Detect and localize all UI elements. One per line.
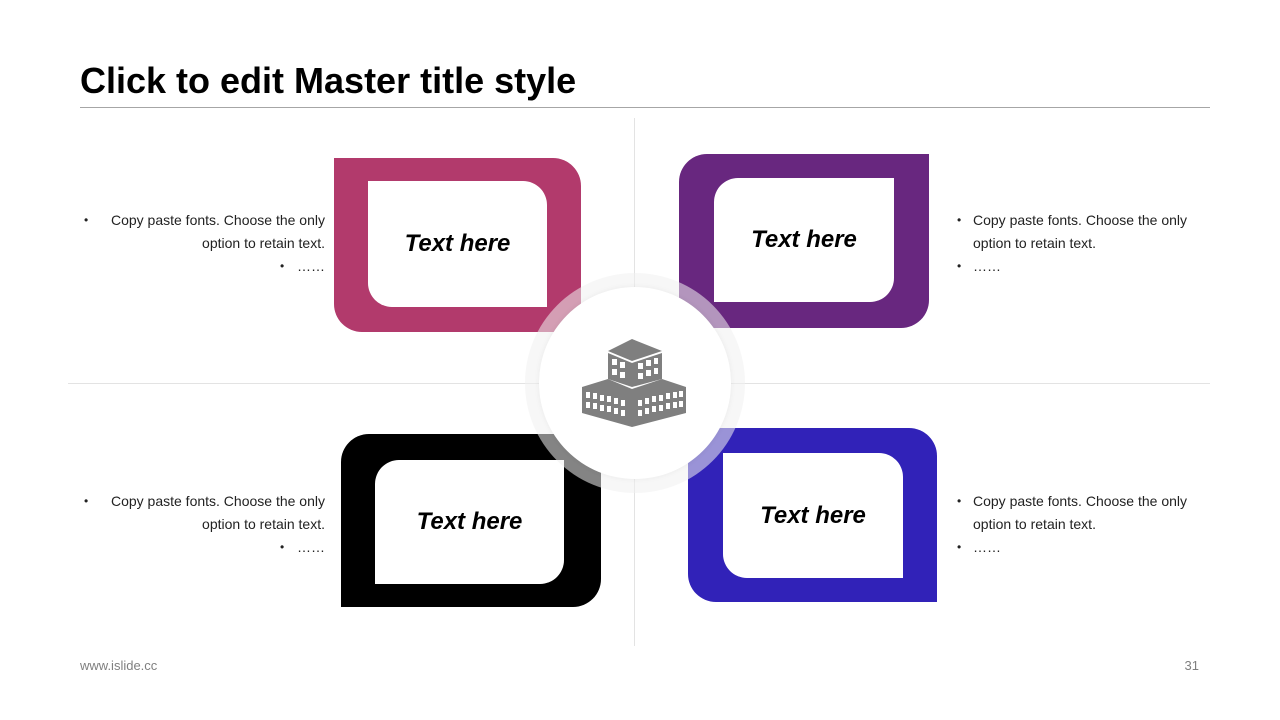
bullet-item: …… (80, 536, 325, 559)
slide-title[interactable]: Click to edit Master title style (80, 60, 577, 101)
card-top-right[interactable]: Text here (679, 154, 929, 328)
card-top-left-label[interactable]: Text here (404, 230, 511, 257)
card-bottom-right[interactable]: Text here (688, 428, 937, 602)
bullets-bottom-right[interactable]: Copy paste fonts. Choose the only option… (955, 490, 1205, 559)
building-icon (582, 339, 686, 427)
bullet-item: Copy paste fonts. Choose the only option… (955, 490, 1205, 536)
bullet-item: …… (955, 536, 1205, 559)
card-bottom-left-inner: Text here (375, 460, 564, 584)
card-top-right-inner: Text here (714, 178, 894, 302)
page-number: 31 (1184, 658, 1199, 673)
bullets-bottom-left[interactable]: Copy paste fonts. Choose the only option… (80, 490, 325, 559)
card-top-left[interactable]: Text here (334, 158, 581, 332)
card-bottom-right-label[interactable]: Text here (760, 501, 866, 529)
card-top-left-inner: Text here (368, 181, 547, 307)
title-underline (80, 107, 1210, 108)
bullet-item: Copy paste fonts. Choose the only option… (80, 209, 325, 255)
bullet-item: …… (955, 255, 1205, 278)
card-top-right-label[interactable]: Text here (751, 226, 857, 253)
bullet-item: Copy paste fonts. Choose the only option… (955, 209, 1205, 255)
card-bottom-left[interactable]: Text here (341, 434, 601, 607)
bullet-item: …… (80, 255, 325, 278)
bullet-item: Copy paste fonts. Choose the only option… (80, 490, 325, 536)
footer-url: www.islide.cc (80, 658, 158, 673)
bullets-top-left[interactable]: Copy paste fonts. Choose the only option… (80, 209, 325, 278)
bullets-top-right[interactable]: Copy paste fonts. Choose the only option… (955, 209, 1205, 278)
card-bottom-left-label[interactable]: Text here (416, 508, 523, 535)
card-bottom-right-inner: Text here (723, 453, 903, 578)
